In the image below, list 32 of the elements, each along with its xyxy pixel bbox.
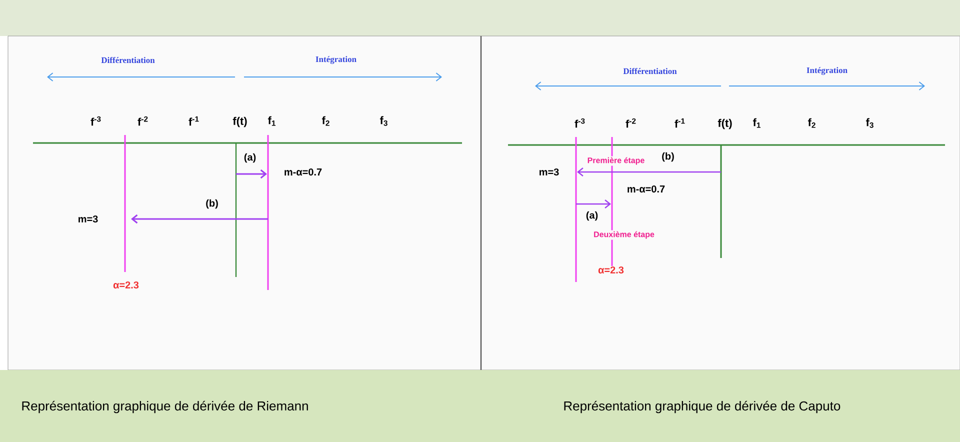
value-label: (a) [586, 211, 598, 221]
function-label: f$^{-2}$ [626, 118, 636, 128]
function-label: f$_{3}$ [380, 116, 388, 126]
value-label: α=2.3 [598, 266, 624, 274]
value-label: m-α=0.7 [628, 185, 665, 193]
function-label: f$_{1}$ [752, 118, 761, 128]
function-label: f$_{3}$ [866, 118, 874, 128]
direction-label: Différentiation [101, 56, 155, 64]
step-label: Deuxième étape [592, 230, 656, 240]
value-label: α=2.3 [113, 281, 139, 289]
function-label: f$^{-2}$ [138, 116, 148, 126]
value-label: (b) [206, 199, 218, 209]
caption-text: Représentation graphique de dérivée de Riemann [22, 400, 308, 414]
value-label: m=3 [540, 168, 559, 176]
value-label: m=3 [78, 215, 98, 223]
value-label: m-α=0.7 [284, 168, 322, 176]
function-label: f$_{2}$ [808, 118, 816, 128]
value-label: (b) [662, 152, 674, 162]
value-label: (a) [244, 153, 256, 163]
function-label: f$^{-3}$ [574, 118, 585, 128]
direction-label: Intégration [316, 56, 356, 64]
function-label: f$^{-1}$ [674, 118, 685, 128]
direction-label: Intégration [806, 67, 848, 75]
function-label: f(t) [718, 118, 732, 130]
function-label: f$^{-3}$ [90, 116, 101, 126]
caption-text: Représentation graphique de dérivée de Caputo [564, 400, 840, 414]
step-label: Première étape [586, 156, 646, 166]
function-label: f$^{-1}$ [188, 116, 199, 126]
direction-label: Différentiation [623, 68, 677, 74]
function-label: f(t) [232, 116, 247, 128]
function-label: f$_{1}$ [268, 116, 276, 126]
function-label: f$_{2}$ [322, 116, 330, 126]
